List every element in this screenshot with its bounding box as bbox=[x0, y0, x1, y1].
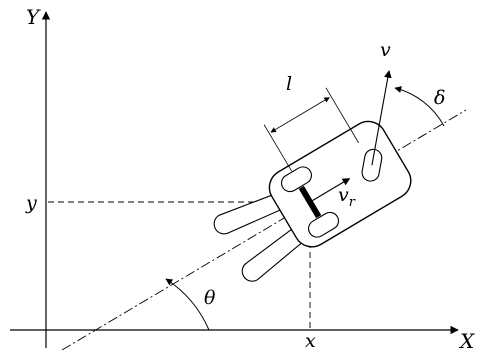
wheelbase-dimension-line bbox=[270, 97, 330, 133]
y-axis-label: Y bbox=[26, 5, 41, 29]
rear-wheel-lower bbox=[308, 211, 340, 238]
wheelbase-extension-front bbox=[325, 87, 359, 144]
vehicle bbox=[213, 70, 412, 282]
steer-angle-label: δ bbox=[434, 87, 445, 109]
heading-angle-label: θ bbox=[204, 287, 216, 309]
front-velocity-label: v bbox=[380, 39, 391, 61]
wheelbase-label: l bbox=[286, 73, 292, 95]
steer-angle-arc bbox=[394, 86, 445, 127]
rear-velocity-arrow bbox=[312, 178, 351, 201]
front-wheel-assembly bbox=[361, 70, 392, 182]
rear-axle bbox=[298, 185, 322, 219]
x-axis-label: X bbox=[458, 329, 475, 353]
heading-angle-arc bbox=[165, 278, 210, 331]
heading-centerline bbox=[61, 109, 467, 351]
rear-velocity-subscript: r bbox=[349, 195, 356, 210]
rear-velocity-symbol: v bbox=[338, 184, 349, 206]
x-coordinate-label: x bbox=[305, 330, 316, 352]
y-coordinate-label: y bbox=[25, 192, 37, 214]
wheelbase-extension-rear bbox=[263, 124, 292, 172]
front-velocity-arrow bbox=[371, 70, 392, 166]
rear-wheel-upper bbox=[280, 166, 312, 193]
rear-velocity-label: vr bbox=[338, 184, 356, 210]
